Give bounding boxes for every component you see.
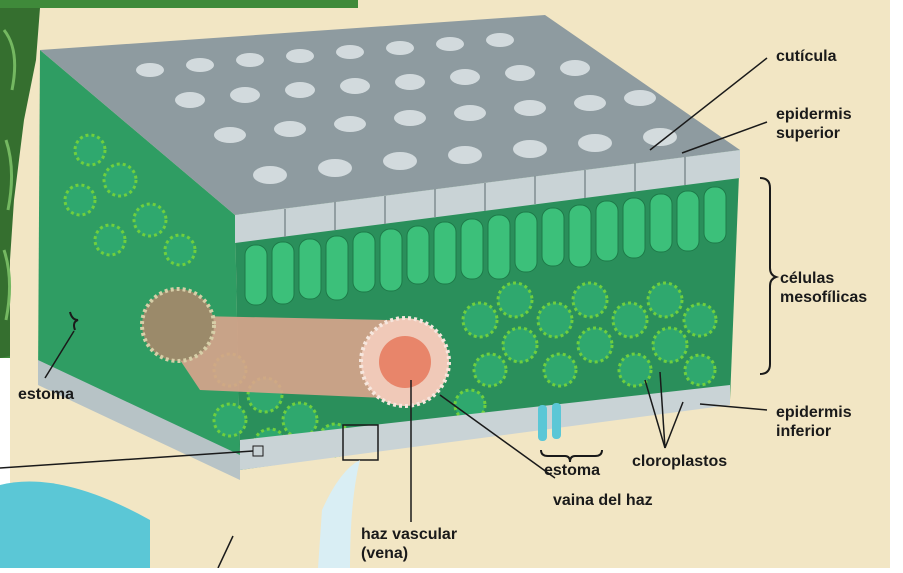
label-cuticula: cutícula bbox=[776, 47, 836, 66]
label-epidermis-inferior: epidermis inferior bbox=[776, 403, 852, 441]
stoma-guard-cell-right bbox=[552, 403, 561, 439]
label-epidermis-superior-line2: superior bbox=[776, 124, 852, 143]
leaf-block bbox=[38, 15, 740, 480]
label-epidermis-inferior-line1: epidermis bbox=[776, 403, 852, 422]
label-estoma-bottom: estoma bbox=[544, 461, 600, 480]
label-epidermis-inferior-line2: inferior bbox=[776, 422, 852, 441]
stoma-guard-cell-left bbox=[538, 405, 547, 441]
label-celulas-mesofilicas: células mesofílicas bbox=[780, 269, 867, 307]
label-cloroplastos: cloroplastos bbox=[632, 452, 727, 471]
label-haz-vascular-line2: (vena) bbox=[361, 544, 457, 563]
label-celulas-mesofilicas-line1: células bbox=[780, 269, 867, 288]
label-vaina-del-haz: vaina del haz bbox=[553, 491, 653, 510]
label-celulas-mesofilicas-line2: mesofílicas bbox=[780, 288, 867, 307]
vascular-bundle-far-end bbox=[142, 289, 214, 361]
label-epidermis-superior: epidermis superior bbox=[776, 105, 852, 143]
label-estoma-left: estoma bbox=[18, 385, 74, 404]
label-haz-vascular: haz vascular (vena) bbox=[361, 525, 457, 563]
label-epidermis-superior-line1: epidermis bbox=[776, 105, 852, 124]
vein-xylem bbox=[379, 336, 431, 388]
label-haz-vascular-line1: haz vascular bbox=[361, 525, 457, 544]
